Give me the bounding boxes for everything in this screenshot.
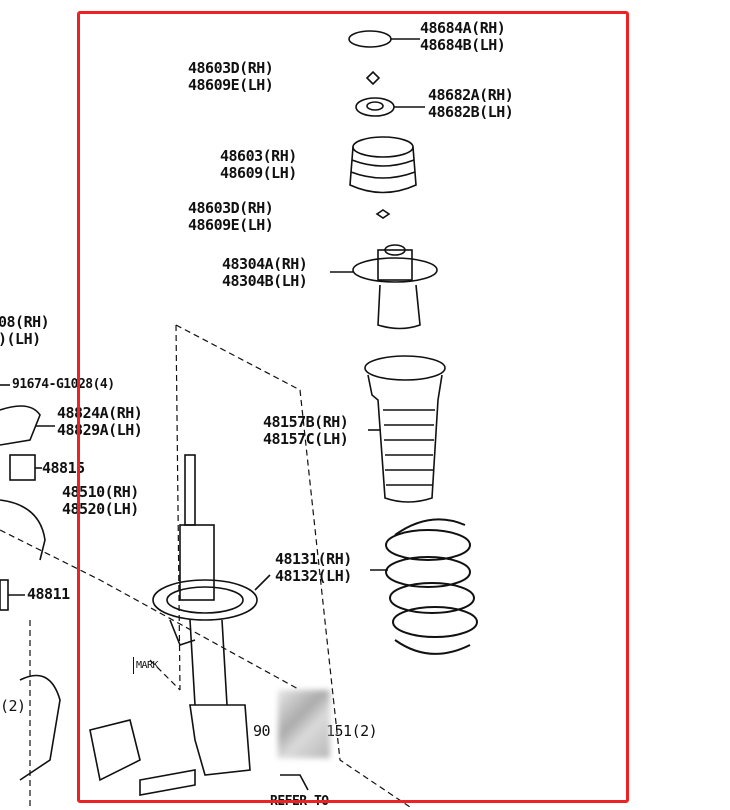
part-number-rh: 48131(RH): [275, 550, 352, 568]
part-label-nut-lower: 48603D(RH)48609E(LH): [188, 199, 274, 234]
part-label-nut: 151(2): [326, 722, 378, 740]
shock-absorber: [139, 454, 258, 796]
part-label-nut-prefix: 90: [253, 722, 271, 740]
part-label-bearing: 48682A(RH)48682B(LH): [428, 86, 514, 121]
part-number-lh: 48609E(LH): [188, 216, 274, 234]
part-number-lh: 48684B(LH): [420, 36, 506, 54]
part-number-lh: 48157C(LH): [263, 430, 349, 448]
part-label-upper-support-cap: 48684A(RH)48684B(LH): [420, 19, 506, 54]
strut-mount: [349, 136, 417, 194]
part-number-lh: 48304B(LH): [222, 272, 308, 290]
pixelated-redaction: [278, 690, 330, 758]
coil-spring: [385, 518, 478, 655]
dust-boot: [364, 355, 446, 503]
part-label-bushing: 48815: [42, 459, 85, 477]
part-number-rh: 48603(RH): [220, 147, 297, 165]
part-number-rh: 48510(RH): [62, 483, 139, 501]
part-number-lh: 48132(LH): [275, 567, 352, 585]
part-number-rh: 48684A(RH): [420, 19, 506, 37]
mark-label: MARK: [133, 657, 159, 674]
part-number-rh: 48304A(RH): [222, 255, 308, 273]
part-number-rh: 48157B(RH): [263, 413, 349, 431]
highlight-frame: [77, 11, 629, 803]
quantity-label-left: (2): [0, 697, 26, 715]
part-label-nut-upper: 48603D(RH)48609E(LH): [188, 59, 274, 94]
part-number-rh: 48682A(RH): [428, 86, 514, 104]
part-label-stabilizer-link: 48510(RH)48520(LH): [62, 484, 139, 518]
part-label-strut-mount: 48603(RH)48609(LH): [220, 148, 297, 182]
part-label-bolt: 91674-G1028(4): [12, 377, 115, 392]
part-number-rh: 08(RH): [0, 313, 50, 331]
nut-icon: [365, 70, 381, 86]
part-label-bump-stopper: 48304A(RH)48304B(LH): [222, 255, 308, 290]
part-number-rh: 48603D(RH): [188, 199, 274, 217]
part-number-lh: 48520(LH): [62, 500, 139, 518]
bump-stopper: [352, 244, 438, 330]
part-number-lh: 48609(LH): [220, 164, 297, 182]
part-number-rh: 48603D(RH): [188, 59, 274, 77]
knuckle-parts: [0, 405, 141, 782]
part-label-cropped-left: 08(RH))(LH): [0, 313, 50, 348]
guide-lines: [0, 324, 411, 807]
part-number-lh: )(LH): [0, 330, 41, 348]
part-number-lh: 48682B(LH): [428, 103, 514, 121]
part-label-coil-spring: 48131(RH)48132(LH): [275, 551, 352, 585]
part-label-dust-boot: 48157B(RH)48157C(LH): [263, 413, 349, 448]
part-number-lh: 48609E(LH): [188, 76, 274, 94]
part-label-arm: 48811: [27, 585, 70, 603]
